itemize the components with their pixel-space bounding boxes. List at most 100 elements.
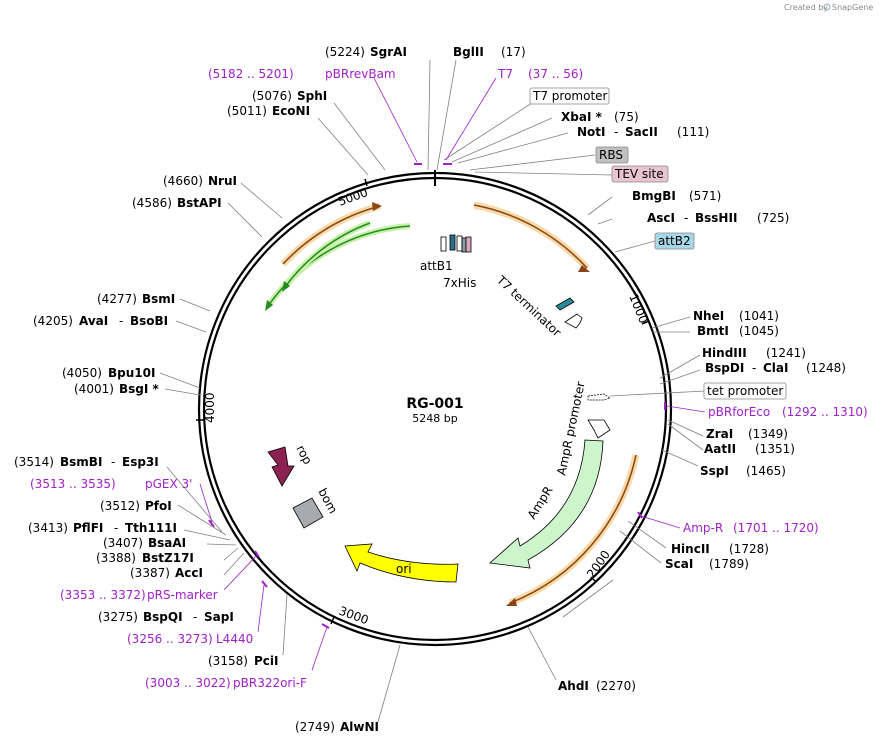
green-arrow-inner	[282, 220, 372, 292]
primer-range: (3513 .. 3535)	[30, 477, 116, 491]
tick-label-1000: 1000	[626, 292, 650, 326]
primer-leaders	[199, 77, 706, 671]
ori-feature	[344, 543, 459, 583]
site-pos: (1351)	[755, 442, 795, 456]
site-name: SgrAI	[370, 45, 407, 59]
primer-name: L4440	[216, 632, 253, 646]
site-name: AvaI	[79, 314, 108, 328]
site-pos: (1041)	[739, 309, 779, 323]
credit-brand: SnapGene	[832, 3, 873, 12]
site-pos: (1248)	[806, 361, 846, 375]
primer-mark	[321, 623, 330, 629]
tick-label-5000: 5000	[336, 185, 369, 209]
site-name: SapI	[204, 610, 234, 624]
site-pos: (1045)	[739, 324, 779, 338]
ampr-promoter-icon	[587, 419, 611, 439]
t7-promoter-label: T7 promoter	[532, 89, 608, 103]
leader-lines	[159, 59, 706, 723]
site-name: ZraI	[706, 427, 733, 441]
primer-range: (1292 .. 1310)	[782, 405, 868, 419]
site-pos: (5076)	[252, 89, 292, 103]
site-pos: (3275)	[98, 610, 138, 624]
site-name: AccI	[175, 566, 203, 580]
site-name: HindIII	[702, 346, 747, 360]
orf-arrow-top	[473, 201, 590, 272]
site-name: BstAPI	[177, 196, 222, 210]
primer-name: pGEX 3'	[145, 477, 192, 491]
primer-range: (3256 .. 3273)	[127, 632, 213, 646]
t7-terminator-label: T7 terminator	[493, 272, 564, 339]
tick-label-4000: 4000	[203, 392, 217, 423]
site-pos: (3514)	[14, 455, 54, 469]
site-name: BglII	[453, 45, 484, 59]
site-pos: (2749)	[295, 720, 335, 734]
site-name: SspI	[700, 464, 729, 478]
primer-range: (3353 .. 3372)	[60, 588, 146, 602]
site-name: NheI	[693, 309, 724, 323]
orf-arrow-right	[506, 454, 640, 607]
site-name: AlwNI	[340, 720, 379, 734]
site-pos: (3512)	[100, 499, 140, 513]
site-name: XbaI *	[561, 110, 603, 124]
tev-site-box	[611, 165, 669, 183]
primer-range: (37 .. 56)	[528, 67, 583, 81]
t7-promoter-box	[529, 87, 610, 105]
site-name: BspQI	[143, 610, 183, 624]
site-name: EcoNI	[272, 104, 310, 118]
site-name: HincII	[671, 542, 710, 556]
tet-promoter-box	[703, 382, 787, 400]
site-pos: (1349)	[748, 427, 788, 441]
primer-name: pRS-marker	[147, 588, 218, 602]
site-pos: (1789)	[709, 557, 749, 571]
primer-range: (1701 .. 1720)	[733, 521, 819, 535]
primer-marks	[208, 163, 666, 629]
site-name: BsoBI	[130, 314, 168, 328]
site-pos: (4001)	[74, 382, 114, 396]
site-name: BsmI	[142, 292, 175, 306]
primer-name: pBR322ori-F	[233, 676, 307, 690]
primer-name: pBRrevBam	[325, 67, 396, 81]
plasmid-length: 5248 bp	[412, 412, 457, 425]
attB2-box	[654, 232, 695, 250]
ampr-gene	[489, 439, 604, 569]
site-name: AhdI	[558, 679, 589, 693]
site-name: Esp3I	[122, 455, 159, 469]
site-name: SacII	[625, 125, 658, 139]
site-pos: (1241)	[766, 346, 806, 360]
tet-promoter-label: tet promoter	[707, 384, 783, 398]
site-pos: (1728)	[729, 542, 769, 556]
site-name: BstZ17I	[142, 551, 194, 565]
svg-text:-: -	[119, 314, 123, 328]
credit-text: Created by	[784, 3, 828, 12]
primer-range: (5182 .. 5201)	[208, 67, 294, 81]
t7-term-arrow-icon	[564, 313, 583, 329]
site-pos: (5011)	[227, 104, 267, 118]
t7-terminator-icon	[555, 297, 575, 311]
site-pos: (4050)	[62, 366, 102, 380]
plasmid-name: RG-001	[406, 396, 463, 412]
site-name: ClaI	[763, 361, 788, 375]
rbs-label: RBS	[599, 148, 623, 162]
site-name: BssHII	[695, 211, 737, 225]
primer-mark	[254, 550, 260, 558]
svg-text:-: -	[193, 610, 197, 624]
site-pos: (4277)	[97, 292, 137, 306]
site-pos: (75)	[614, 110, 639, 124]
site-name: BmtI	[697, 324, 729, 338]
primer-name: pBRforEco	[708, 405, 770, 419]
svg-text:-: -	[684, 211, 688, 225]
site-name: PciI	[254, 654, 279, 668]
site-pos: (571)	[689, 189, 721, 203]
site-pos: (3388)	[96, 551, 136, 565]
tick-mark	[364, 178, 368, 187]
primer-mark	[208, 519, 215, 528]
site-pos: (2270)	[596, 679, 636, 693]
site-pos: (4660)	[163, 174, 203, 188]
site-name: BspDI	[705, 361, 744, 375]
site-name: NotI	[577, 125, 606, 139]
tick-mark	[330, 616, 335, 625]
attB2-label: attB2	[658, 234, 691, 248]
tet-promoter-icon	[587, 393, 611, 401]
site-name: PflFI	[73, 521, 103, 535]
